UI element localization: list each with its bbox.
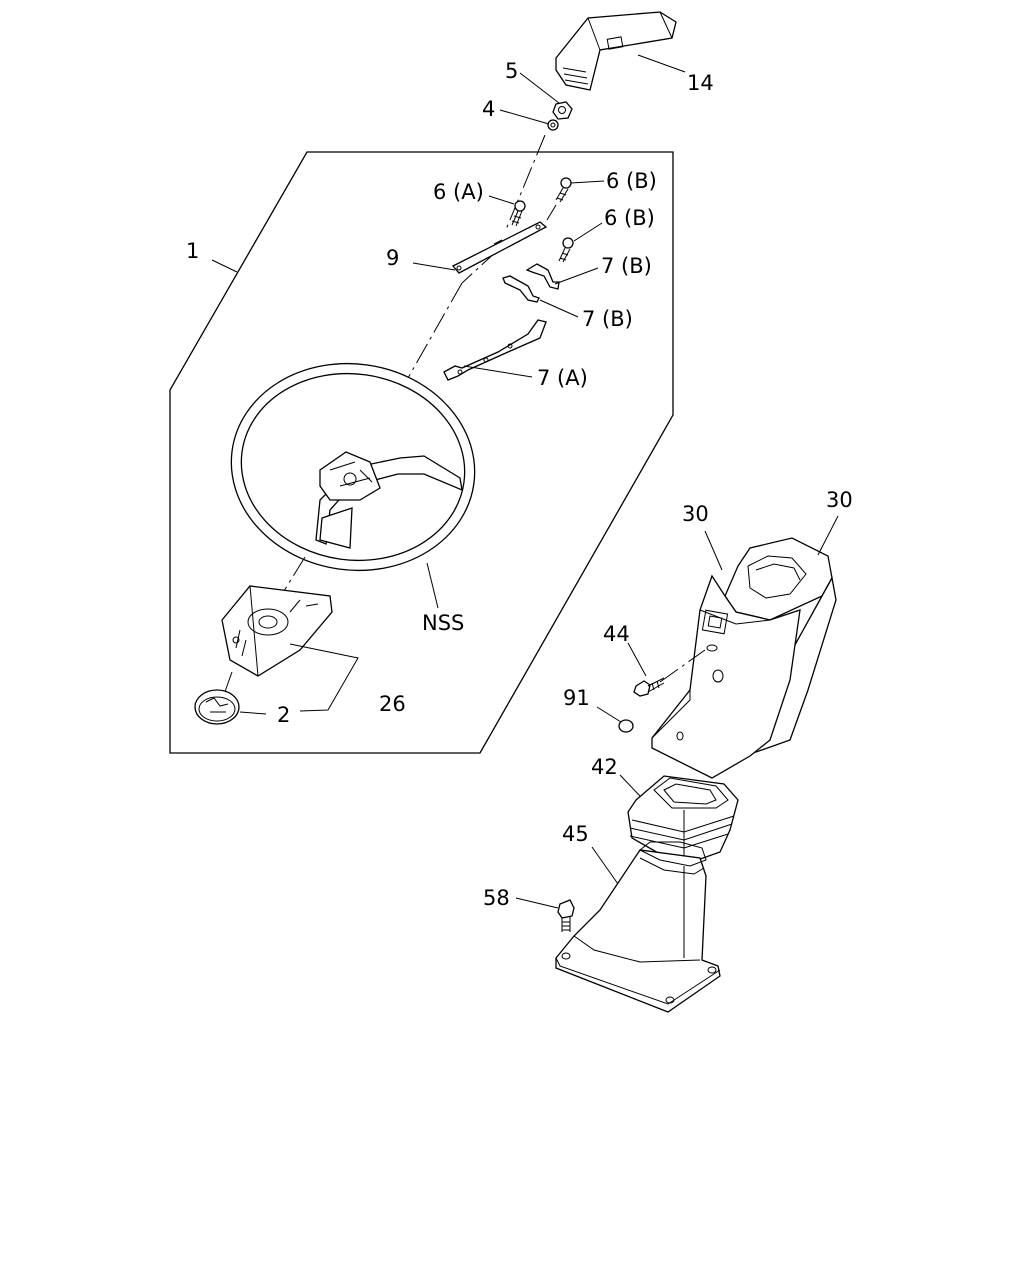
callout-14: 14 bbox=[687, 71, 714, 95]
screw-6b-lower-part bbox=[558, 237, 574, 263]
o-ring-91-part bbox=[618, 719, 634, 733]
nut-5-part bbox=[552, 101, 573, 120]
callout-58: 58 bbox=[483, 886, 510, 910]
callout-2: 2 bbox=[277, 703, 290, 727]
callout-42: 42 bbox=[591, 755, 618, 779]
callout-44: 44 bbox=[603, 622, 630, 646]
callout-45: 45 bbox=[562, 822, 589, 846]
assembly-1-boundary bbox=[169, 151, 674, 754]
steering-wheel-part bbox=[230, 362, 476, 572]
callout-30-right: 30 bbox=[826, 488, 853, 512]
washer-4-part bbox=[547, 119, 559, 131]
leader-lines bbox=[211, 54, 839, 909]
callout-1: 1 bbox=[186, 239, 199, 263]
callout-4: 4 bbox=[482, 97, 495, 121]
boot-base-45-part bbox=[555, 841, 721, 1013]
boot-42-part bbox=[627, 775, 739, 863]
callout-6b-upper: 6 (B) bbox=[606, 169, 657, 193]
callout-6a: 6 (A) bbox=[433, 180, 484, 204]
screw-6b-upper-part bbox=[555, 177, 572, 203]
hub-bracket-26-part bbox=[221, 585, 333, 677]
bracket-7a-part bbox=[443, 319, 547, 381]
horn-pad-2-part bbox=[194, 689, 240, 725]
plate-9-part bbox=[451, 221, 548, 274]
callout-7b-upper: 7 (B) bbox=[601, 254, 652, 278]
callout-7a: 7 (A) bbox=[537, 366, 588, 390]
callout-6b-lower: 6 (B) bbox=[604, 206, 655, 230]
bracket-7b-part bbox=[502, 263, 560, 303]
callout-7b-lower: 7 (B) bbox=[582, 307, 633, 331]
callout-30-left: 30 bbox=[682, 502, 709, 526]
callout-nss: NSS bbox=[422, 611, 464, 635]
screw-6a-part bbox=[511, 200, 526, 227]
callout-5: 5 bbox=[505, 59, 518, 83]
screw-44-part bbox=[633, 677, 665, 697]
callout-91: 91 bbox=[563, 686, 590, 710]
callout-26: 26 bbox=[379, 692, 406, 716]
column-cover-30-part bbox=[651, 537, 837, 779]
cover-14-part bbox=[555, 11, 677, 91]
bolt-58-part bbox=[557, 899, 575, 932]
callout-9: 9 bbox=[386, 246, 399, 270]
